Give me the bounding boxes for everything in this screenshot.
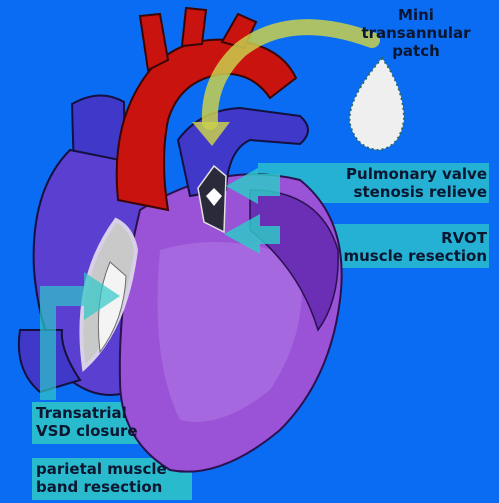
label-pulmonary-valve: Pulmonary valve stenosis relieve xyxy=(346,165,487,201)
label-line: band resection xyxy=(36,478,167,496)
label-line: Pulmonary valve xyxy=(346,165,487,183)
label-line: Transatrial xyxy=(36,404,138,422)
label-line: Mini xyxy=(356,6,476,24)
label-line: patch xyxy=(356,42,476,60)
label-parietal-muscle: parietal muscle band resection xyxy=(36,460,167,496)
label-line: RVOT xyxy=(343,229,487,247)
transannular-patch xyxy=(350,58,404,150)
label-line: transannular xyxy=(356,24,476,42)
label-vsd-closure: Transatrial VSD closure xyxy=(36,404,138,440)
label-mini-transannular-patch: Mini transannular patch xyxy=(356,6,476,60)
label-line: stenosis relieve xyxy=(346,183,487,201)
aorta-branch-2 xyxy=(182,8,206,46)
aorta-branch-1 xyxy=(140,14,168,70)
label-line: muscle resection xyxy=(343,247,487,265)
label-rvot: RVOT muscle resection xyxy=(343,229,487,265)
label-line: parietal muscle xyxy=(36,460,167,478)
label-line: VSD closure xyxy=(36,422,138,440)
